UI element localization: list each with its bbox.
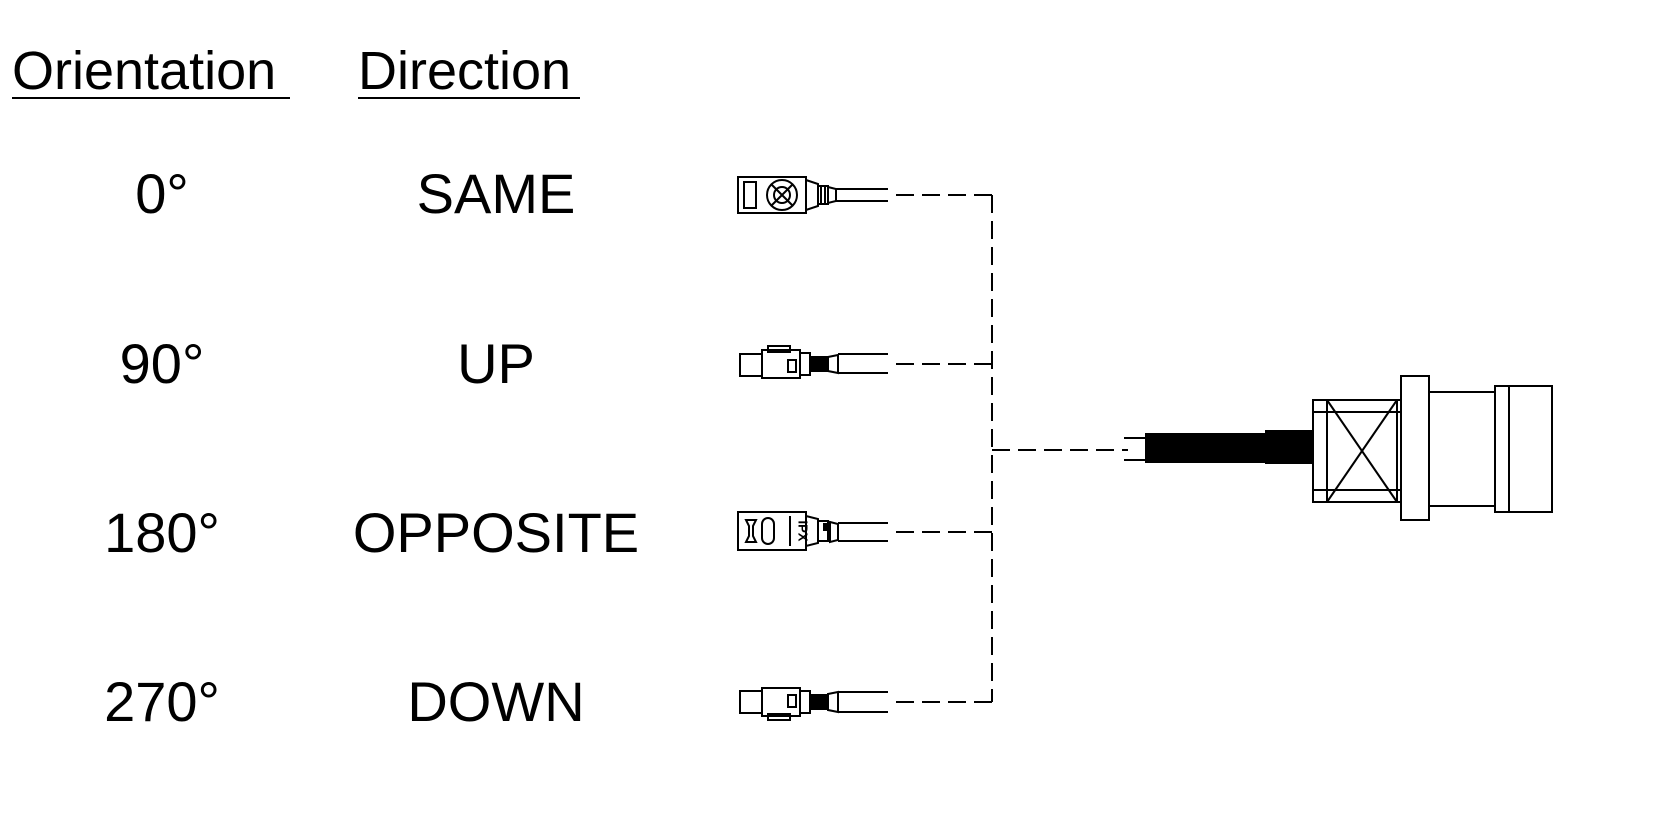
direction-header: Direction <box>358 41 572 101</box>
bulkhead-connector <box>1312 375 1553 521</box>
orientation-value: 180° <box>104 501 220 564</box>
direction-value: UP <box>457 332 535 395</box>
orientation-header-underline <box>12 97 290 99</box>
orientation-header: Orientation <box>12 41 277 101</box>
orientation-value: 270° <box>104 670 220 733</box>
connector-180-deg <box>737 511 888 551</box>
connector-90-deg <box>739 345 888 379</box>
direction-value: OPPOSITE <box>352 501 640 564</box>
orientation-value: 90° <box>119 332 205 395</box>
orientation-value: 0° <box>135 162 189 225</box>
dashed-leaders <box>896 194 1128 703</box>
connector-270-deg <box>739 687 888 721</box>
direction-value: SAME <box>416 162 576 225</box>
direction-header-underline <box>358 97 580 99</box>
main-cable <box>1124 430 1313 464</box>
ipx-marking: IPX <box>796 521 811 542</box>
direction-value: DOWN <box>407 670 585 733</box>
connector-0-deg <box>737 176 888 214</box>
